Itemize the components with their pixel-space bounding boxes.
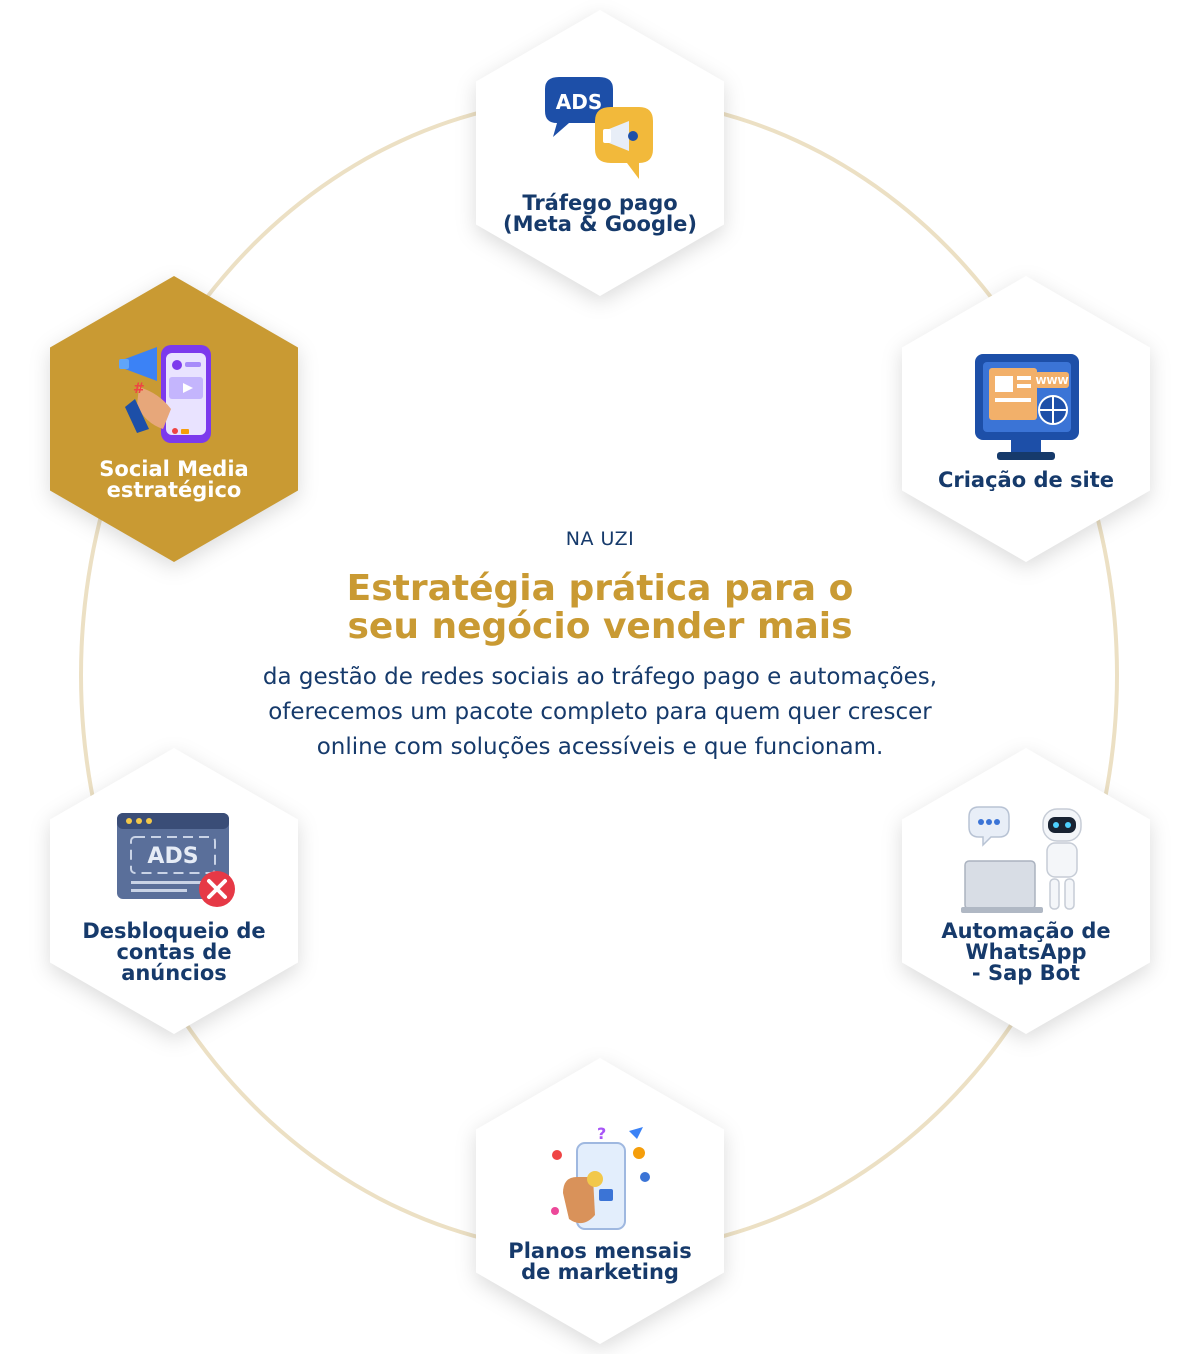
service-label-line: Social Media [99,457,249,481]
service-label: Social Media estratégico [99,459,248,501]
service-social-media[interactable]: # Social Media estratégico [50,276,298,562]
service-automacao-whatsapp[interactable]: Automação de WhatsApp - Sap Bot [902,748,1150,1034]
svg-text:#: # [133,381,145,397]
service-label-line: - Sap Bot [971,960,1081,985]
service-desbloqueio-contas[interactable]: ADS Desbloqueio de contas de anúncios [50,748,298,1034]
phone-marketing-icon: ? [551,1124,650,1230]
description-line: oferecemos um pacote completo para quem … [268,699,932,725]
service-label: Desbloqueio de contas de anúncios [62,918,286,985]
service-label-line: Criação de site [937,467,1115,492]
description-line: da gestão de redes sociais ao tráfego pa… [262,664,938,690]
website-monitor-icon: WWW [975,353,1079,460]
robot-laptop-icon [961,805,1082,913]
service-label-line: Tráfego pago [522,191,678,215]
service-criacao-de-site[interactable]: WWW Criação de site [902,276,1150,562]
ads-blocked-icon: ADS [117,812,235,907]
social-phone-megaphone-icon: # [119,345,211,443]
description-line: online com soluções acessíveis e que fun… [316,734,884,760]
headline-line: Estratégia prática para o [346,568,854,609]
service-label-line: Automação de [941,918,1111,943]
service-label-line: estratégico [106,478,242,502]
service-label: Automação de WhatsApp - Sap Bot [941,918,1111,985]
service-label: Planos mensais de marketing [508,1241,691,1283]
service-label-line: Planos mensais [508,1239,692,1263]
ads-megaphone-icon: ADS [545,77,653,179]
headline-line: seu negócio vender mais [347,606,853,647]
service-label-line: WhatsApp [965,939,1087,964]
svg-text:WWW: WWW [1035,376,1068,387]
service-label-line: (Meta & Google) [502,212,698,236]
svg-text:ADS: ADS [147,844,198,869]
headline: Estratégia prática para o seu negócio ve… [250,570,950,646]
svg-text:ADS: ADS [556,90,602,114]
service-label: Tráfego pago (Meta & Google) [503,193,697,235]
eyebrow-text: NA UZI [565,528,635,550]
intro-description: da gestão de redes sociais ao tráfego pa… [250,660,950,765]
service-label-line: de marketing [521,1260,679,1284]
service-label-line: contas de anúncios [116,939,232,985]
intro-section: NA UZI Estratégia prática para o seu neg… [250,528,950,765]
svg-text:?: ? [597,1124,606,1143]
service-label: Criação de site [937,467,1115,492]
service-label-line: Desbloqueio de [82,918,266,943]
service-planos-mensais[interactable]: ? Planos mensais de marketing [476,1058,724,1344]
service-trafego-pago[interactable]: ADS Tráfego pago (Meta & Google) [476,10,724,296]
